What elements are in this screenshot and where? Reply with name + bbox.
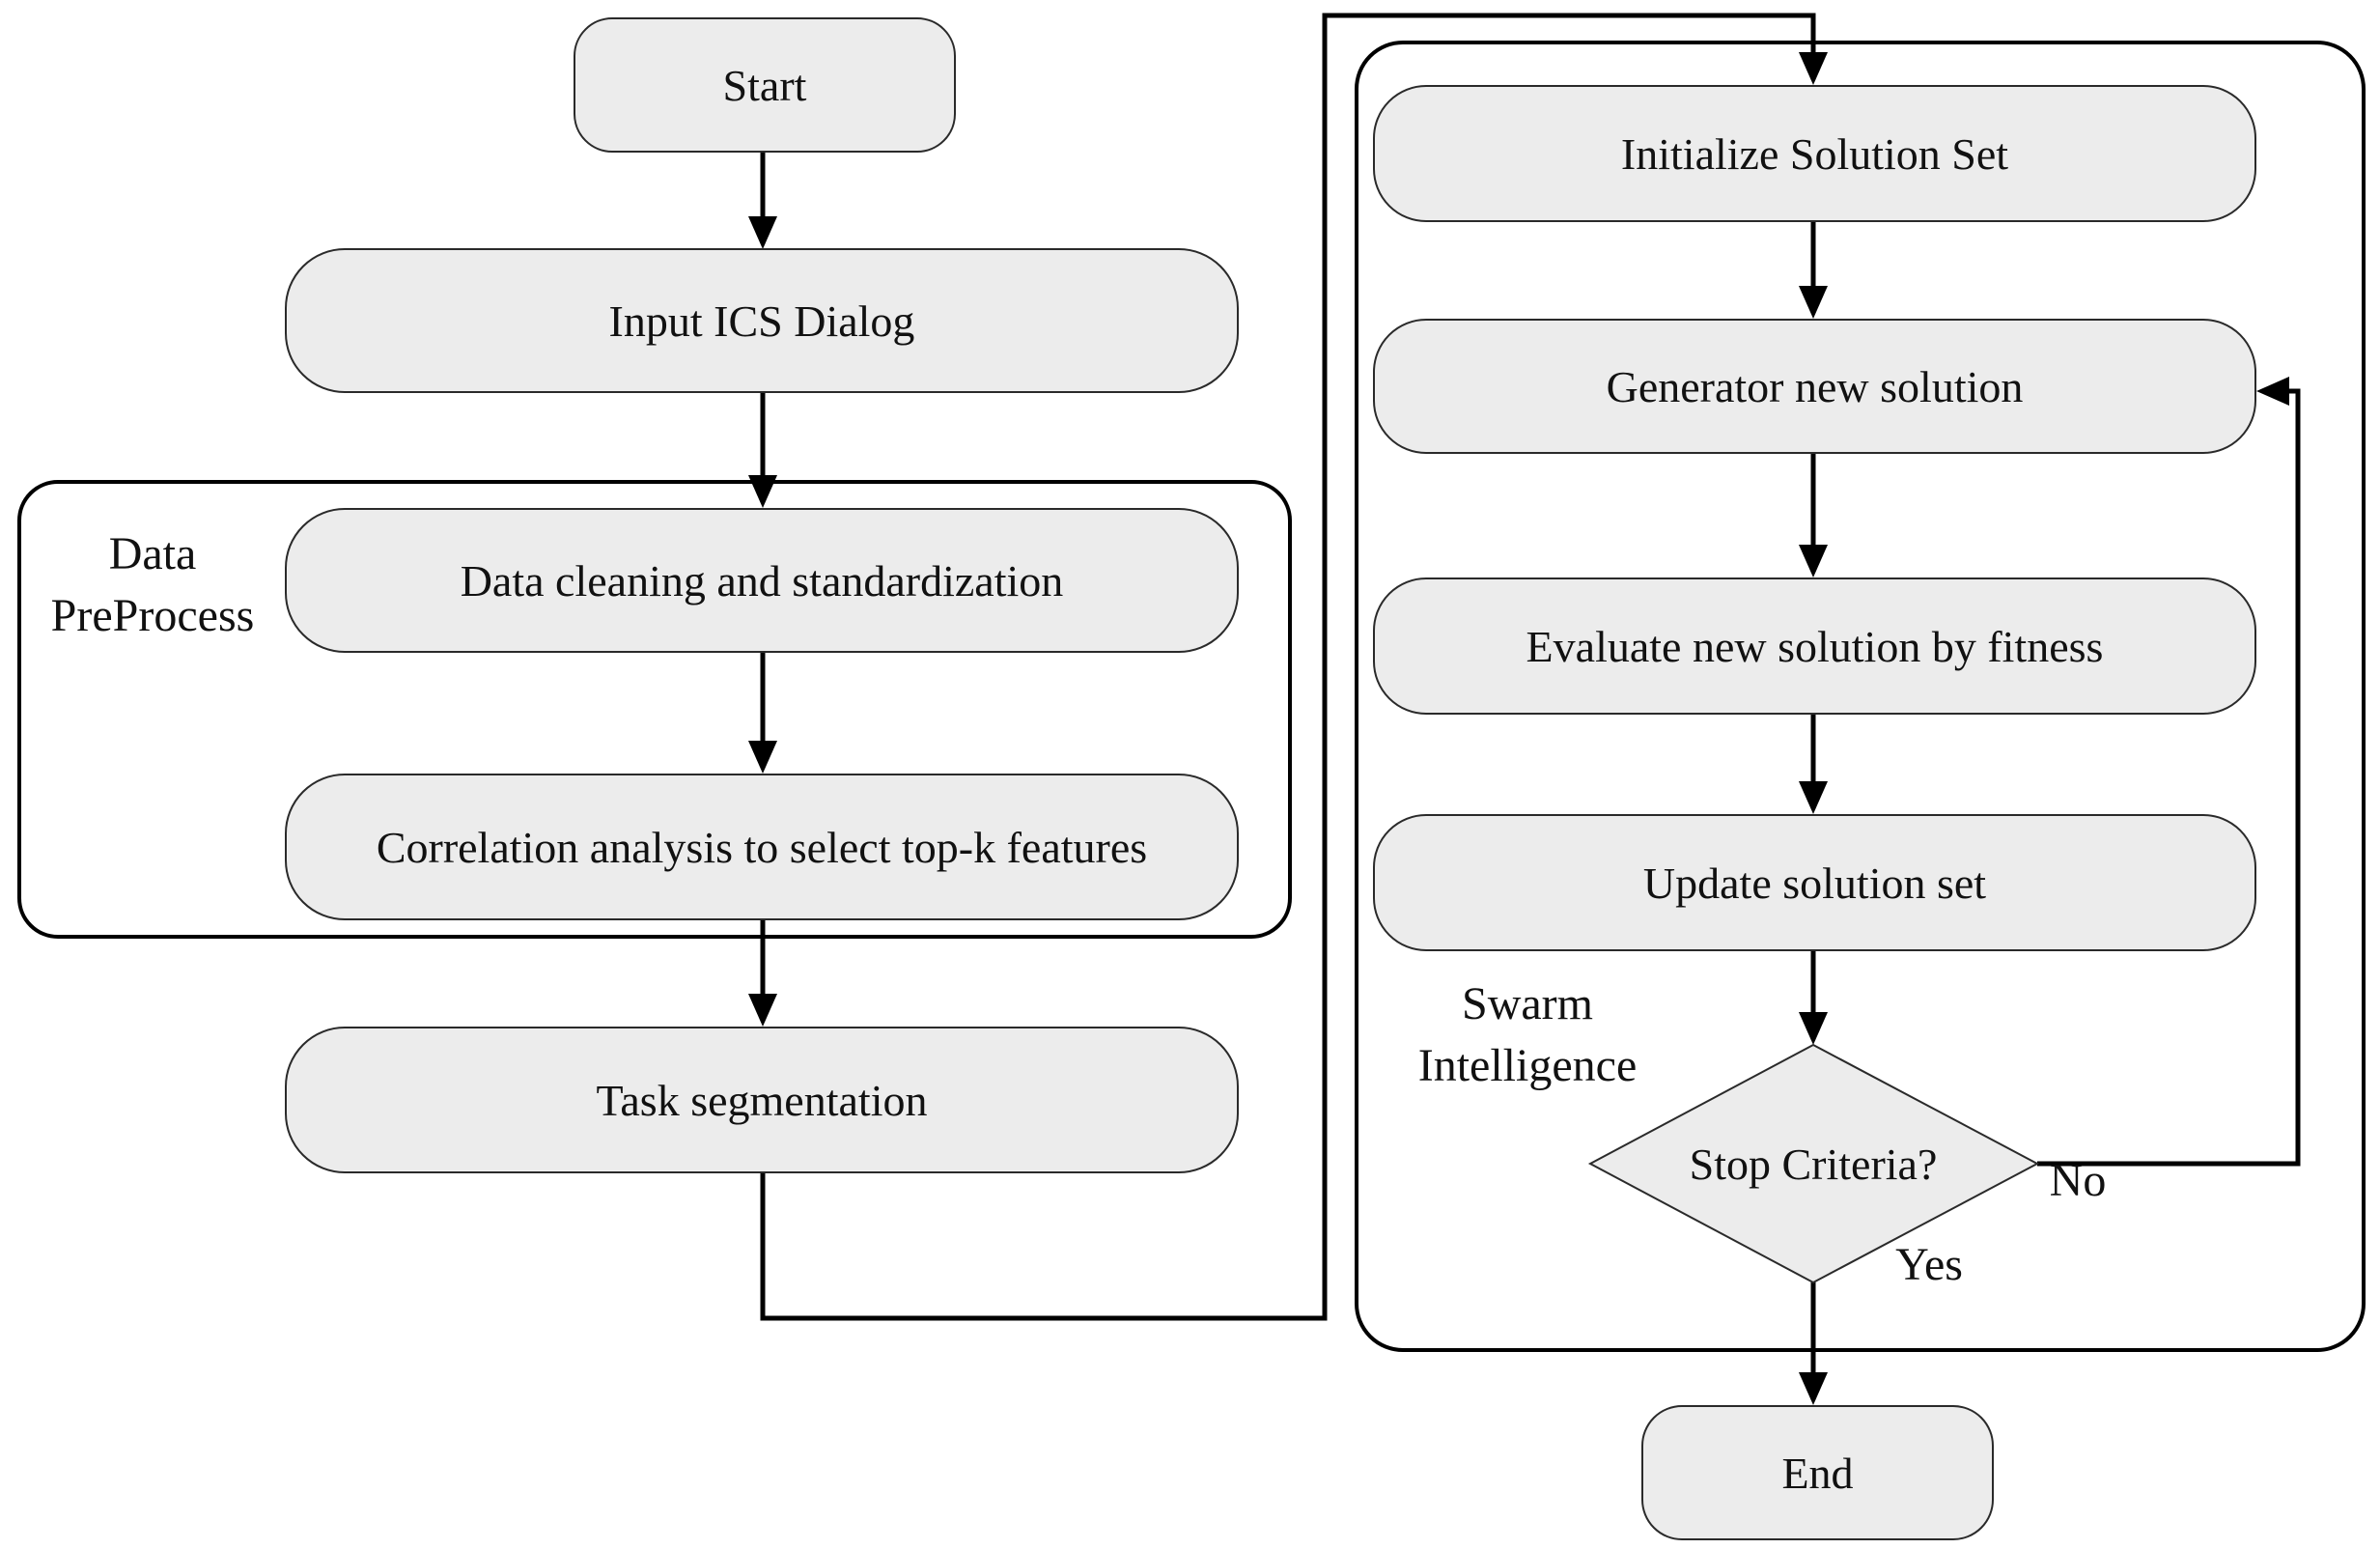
data-preprocess-group-label: Data PreProcess <box>16 523 289 647</box>
branch-label-no: No <box>2049 1155 2107 1206</box>
node-task-segmentation: Task segmentation <box>285 1027 1239 1173</box>
node-evaluate-new-solution: Evaluate new solution by fitness <box>1373 577 2256 715</box>
branch-label-yes: Yes <box>1895 1239 1963 1290</box>
node-start-label: Start <box>722 60 807 110</box>
node-data-cleaning: Data cleaning and standardization <box>285 508 1239 653</box>
node-generator-label: Generator new solution <box>1606 361 2024 411</box>
node-cleaning-label: Data cleaning and standardization <box>460 555 1064 606</box>
swarm-label-line1: Swarm <box>1462 978 1593 1029</box>
node-correlation-label: Correlation analysis to select top-k fea… <box>376 822 1148 872</box>
node-start: Start <box>574 17 956 153</box>
node-update-solution-set: Update solution set <box>1373 814 2256 951</box>
data-preprocess-label-line1: Data <box>108 528 197 579</box>
node-input-label: Input ICS Dialog <box>608 296 915 346</box>
node-generator-new-solution: Generator new solution <box>1373 319 2256 454</box>
node-evaluate-label: Evaluate new solution by fitness <box>1526 621 2104 671</box>
decision-label-text: Stop Criteria? <box>1689 1139 1938 1189</box>
arrowhead-into-task <box>748 994 777 1027</box>
data-preprocess-label-line2: PreProcess <box>50 590 255 641</box>
node-input-ics-dialog: Input ICS Dialog <box>285 248 1239 393</box>
node-task-label: Task segmentation <box>596 1075 928 1125</box>
node-update-label: Update solution set <box>1642 858 1987 908</box>
node-end-label: End <box>1781 1448 1854 1498</box>
node-initialize-label: Initialize Solution Set <box>1620 128 2009 179</box>
node-end: End <box>1641 1405 1994 1540</box>
arrowhead-into-input <box>748 216 777 249</box>
node-correlation-analysis: Correlation analysis to select top-k fea… <box>285 774 1239 920</box>
node-initialize-solution-set: Initialize Solution Set <box>1373 85 2256 222</box>
arrowhead-into-end <box>1799 1372 1828 1405</box>
